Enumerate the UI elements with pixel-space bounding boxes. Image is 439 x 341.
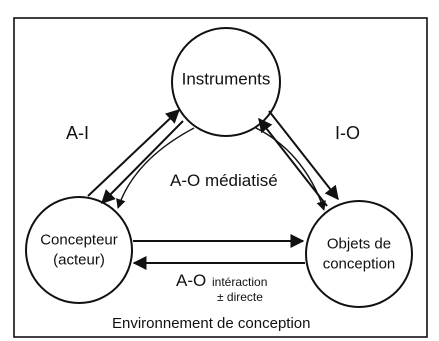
node-concepteur-line2: (acteur) bbox=[53, 251, 105, 268]
arrow-i-to-a bbox=[101, 120, 184, 204]
node-instruments-circle bbox=[171, 27, 281, 137]
edge-label-i-o: I-O bbox=[335, 123, 360, 143]
node-objets-line2: conception bbox=[322, 255, 396, 272]
node-concepteur-circle bbox=[25, 196, 133, 304]
arrow-o-to-i bbox=[258, 117, 328, 207]
arrow-mediated-right bbox=[255, 127, 326, 211]
arrow-a-to-i bbox=[87, 109, 181, 197]
node-concepteur-line1: Concepteur bbox=[40, 231, 118, 249]
edge-label-a-o-direct: A-O bbox=[176, 271, 207, 290]
node-concepteur-label: Concepteur (acteur) bbox=[40, 231, 118, 270]
edge-label-a-o-direct-sub2: ± directe bbox=[217, 290, 263, 304]
node-objets-label: Objets de conception bbox=[323, 235, 396, 274]
arrow-i-to-o bbox=[268, 110, 339, 201]
environment-caption: Environnement de conception bbox=[112, 315, 311, 332]
edge-label-a-o-direct-sub1: intéraction bbox=[212, 275, 268, 289]
node-instruments-label: Instruments bbox=[181, 69, 271, 89]
arrow-mediated-left bbox=[116, 127, 195, 209]
edge-label-a-i: A-I bbox=[66, 123, 90, 143]
node-objets-line1: Objets de bbox=[326, 235, 392, 253]
environment-frame bbox=[13, 17, 428, 338]
node-objets-circle bbox=[305, 200, 413, 308]
edge-label-a-o-mediated: A-O médiatisé bbox=[170, 171, 278, 190]
